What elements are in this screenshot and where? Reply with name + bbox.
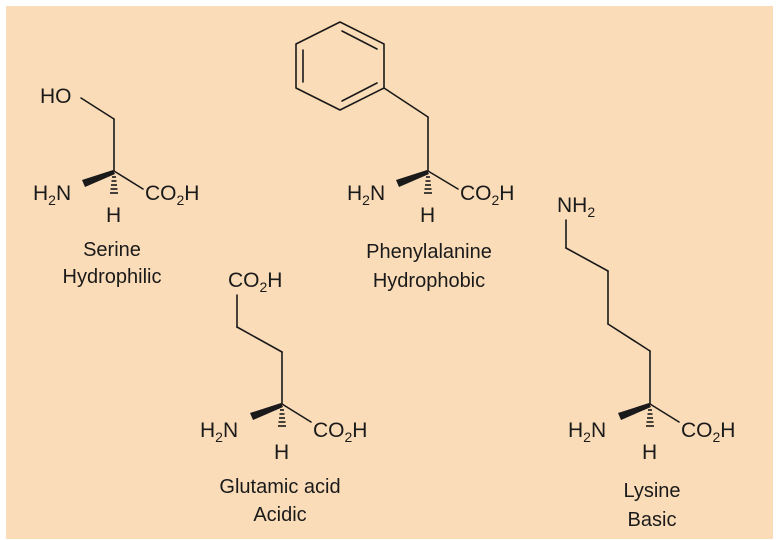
phenylalanine-structure: H2N CO2H H Phenylalanine Hydrophobic bbox=[295, 21, 514, 292]
benzene-ring bbox=[295, 21, 385, 111]
glutamic-acid-amine-label: H2N bbox=[200, 419, 238, 445]
serine-alpha-h-label: H bbox=[106, 204, 121, 227]
serine-hydroxyl-label: HO bbox=[40, 85, 72, 108]
phenylalanine-category: Hydrophobic bbox=[373, 270, 485, 292]
glutamic-acid-side-carboxyl-label: CO2H bbox=[228, 269, 282, 295]
phenylalanine-name: Phenylalanine bbox=[366, 241, 492, 263]
lysine-name: Lysine bbox=[623, 480, 680, 502]
serine-category: Hydrophilic bbox=[63, 266, 162, 288]
serine-amine-label: H2N bbox=[33, 182, 71, 208]
phenylalanine-amine-label: H2N bbox=[347, 182, 385, 208]
lysine-alpha-h-label: H bbox=[642, 441, 657, 464]
diagram-background bbox=[6, 6, 773, 539]
glutamic-acid-structure: CO2H H2N CO2H H Glutamic acid Acidic bbox=[200, 269, 367, 526]
lysine-carboxyl-label: CO2H bbox=[681, 419, 735, 445]
lysine-side-amine-label: NH2 bbox=[557, 194, 595, 220]
serine-carboxyl-label: CO2H bbox=[145, 182, 199, 208]
serine-structure: HO H2N CO2H H Serine Hydrophilic bbox=[33, 85, 199, 288]
phenylalanine-alpha-h-label: H bbox=[420, 204, 435, 227]
serine-name: Serine bbox=[83, 239, 141, 261]
lysine-amine-label: H2N bbox=[568, 419, 606, 445]
phenylalanine-carboxyl-label: CO2H bbox=[460, 182, 514, 208]
glutamic-acid-category: Acidic bbox=[253, 504, 306, 526]
glutamic-acid-alpha-h-label: H bbox=[274, 441, 289, 464]
lysine-structure: NH2 H2N CO2H H Lysine Basic bbox=[557, 194, 735, 531]
glutamic-acid-name: Glutamic acid bbox=[219, 476, 340, 498]
glutamic-acid-carboxyl-label: CO2H bbox=[313, 419, 367, 445]
lysine-category: Basic bbox=[628, 509, 677, 531]
